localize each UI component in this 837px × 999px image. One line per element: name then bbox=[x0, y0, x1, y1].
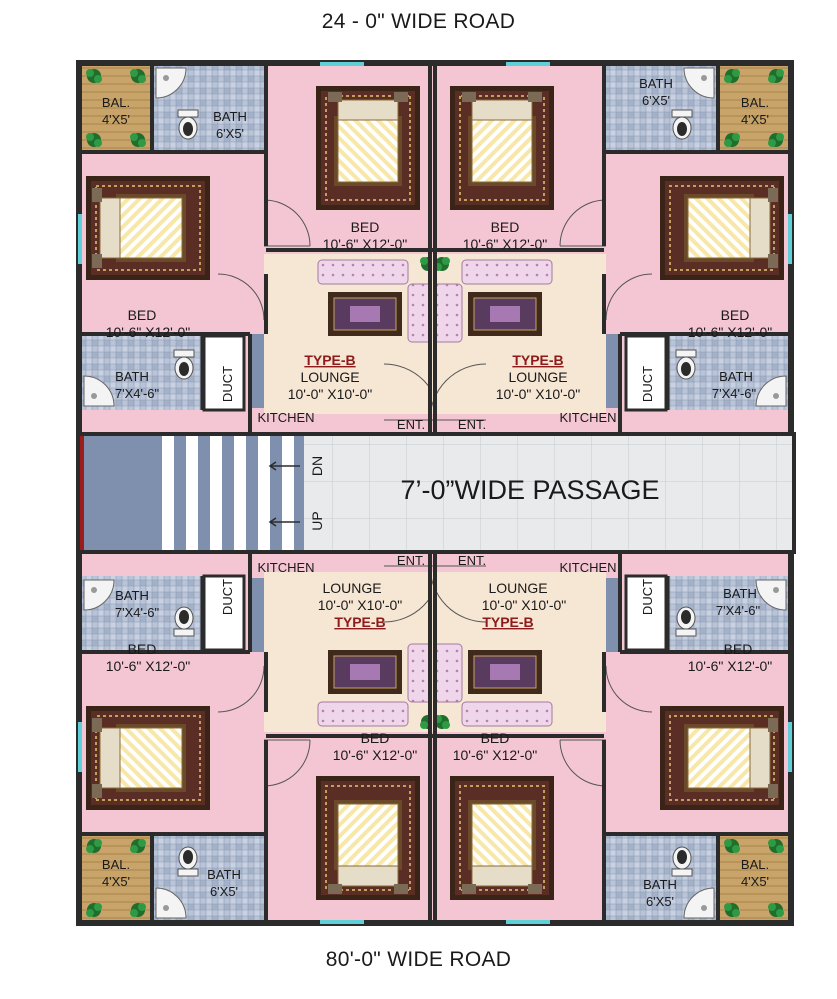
bath-label: BATH bbox=[639, 76, 673, 91]
bath-size: 6'X5' bbox=[642, 93, 670, 108]
entrance-label: ENT. bbox=[397, 417, 425, 432]
entrance-label: ENT. bbox=[397, 553, 425, 568]
type-label: TYPE-B bbox=[304, 352, 355, 368]
balcony-label: BAL. bbox=[102, 95, 130, 110]
top-road-label: 24 - 0" WIDE ROAD bbox=[321, 10, 516, 33]
bath-size: 7'X4'-6" bbox=[115, 386, 160, 401]
bath-size: 6'X5' bbox=[216, 126, 244, 141]
passage bbox=[76, 432, 796, 554]
bath-label: BATH bbox=[213, 109, 247, 124]
stair-dn-label: DN bbox=[309, 456, 325, 476]
bed-label: BED bbox=[351, 219, 380, 235]
bed-size: 10'-6" X12'-0" bbox=[323, 236, 408, 252]
bath-label: BATH bbox=[723, 586, 757, 601]
entrance-label: ENT. bbox=[458, 553, 486, 568]
bath-label: BATH bbox=[719, 369, 753, 384]
bed-label: BED bbox=[361, 730, 390, 746]
bath-size: 7'X4'-6" bbox=[712, 386, 757, 401]
bed-label: BED bbox=[128, 307, 157, 323]
staircase bbox=[154, 434, 304, 552]
stair-up-label: UP bbox=[309, 511, 325, 530]
bed-size: 10'-6" X12'-0" bbox=[453, 747, 538, 763]
bed-label: BED bbox=[481, 730, 510, 746]
balcony-size: 4'X5' bbox=[741, 874, 769, 889]
balcony-label: BAL. bbox=[741, 95, 769, 110]
duct-label: DUCT bbox=[640, 579, 655, 615]
lounge-label: LOUNGE bbox=[322, 580, 381, 596]
duct-label: DUCT bbox=[640, 366, 655, 402]
lounge-size: 10'-0" X10'-0" bbox=[482, 597, 567, 613]
lounge-size: 10'-0" X10'-0" bbox=[496, 386, 581, 402]
passage-label: 7’-0”WIDE PASSAGE bbox=[400, 475, 659, 505]
bath-size: 7'X4'-6" bbox=[716, 603, 761, 618]
balcony-size: 4'X5' bbox=[102, 112, 130, 127]
duct-label: DUCT bbox=[220, 366, 235, 402]
bath-size: 6'X5' bbox=[210, 884, 238, 899]
bed-label: BED bbox=[724, 641, 753, 657]
bed-size: 10'-6" X12'-0" bbox=[333, 747, 418, 763]
lounge-label: LOUNGE bbox=[508, 369, 567, 385]
bed-label: BED bbox=[721, 307, 750, 323]
lounge-label: LOUNGE bbox=[488, 580, 547, 596]
bath-label: BATH bbox=[115, 369, 149, 384]
bath-size: 6'X5' bbox=[646, 894, 674, 909]
bed-size: 10'-6" X12'-0" bbox=[106, 324, 191, 340]
bath-size: 7'X4'-6" bbox=[115, 605, 160, 620]
bath-label: BATH bbox=[643, 877, 677, 892]
lounge-size: 10'-0" X10'-0" bbox=[288, 386, 373, 402]
kitchen-label: KITCHEN bbox=[559, 410, 616, 425]
bed-size: 10'-6" X12'-0" bbox=[463, 236, 548, 252]
entrance-label: ENT. bbox=[458, 417, 486, 432]
bed-size: 10'-6" X12'-0" bbox=[106, 658, 191, 674]
bath-label: BATH bbox=[207, 867, 241, 882]
bath-label: BATH bbox=[115, 588, 149, 603]
kitchen-label: KITCHEN bbox=[257, 410, 314, 425]
lounge-label: LOUNGE bbox=[300, 369, 359, 385]
type-label: TYPE-B bbox=[482, 614, 533, 630]
lounge-size: 10'-0" X10'-0" bbox=[318, 597, 403, 613]
balcony-label: BAL. bbox=[741, 857, 769, 872]
balcony-label: BAL. bbox=[102, 857, 130, 872]
kitchen-label: KITCHEN bbox=[257, 560, 314, 575]
bottom-road-label: 80'-0" WIDE ROAD bbox=[325, 948, 512, 971]
bed-size: 10'-6" X12'-0" bbox=[688, 658, 773, 674]
bed-label: BED bbox=[128, 641, 157, 657]
bed-size: 10'-6" X12'-0" bbox=[688, 324, 773, 340]
balcony-size: 4'X5' bbox=[741, 112, 769, 127]
type-label: TYPE-B bbox=[334, 614, 385, 630]
balcony-size: 4'X5' bbox=[102, 874, 130, 889]
kitchen-label: KITCHEN bbox=[559, 560, 616, 575]
duct-label: DUCT bbox=[220, 579, 235, 615]
type-label: TYPE-B bbox=[512, 352, 563, 368]
bed-label: BED bbox=[491, 219, 520, 235]
